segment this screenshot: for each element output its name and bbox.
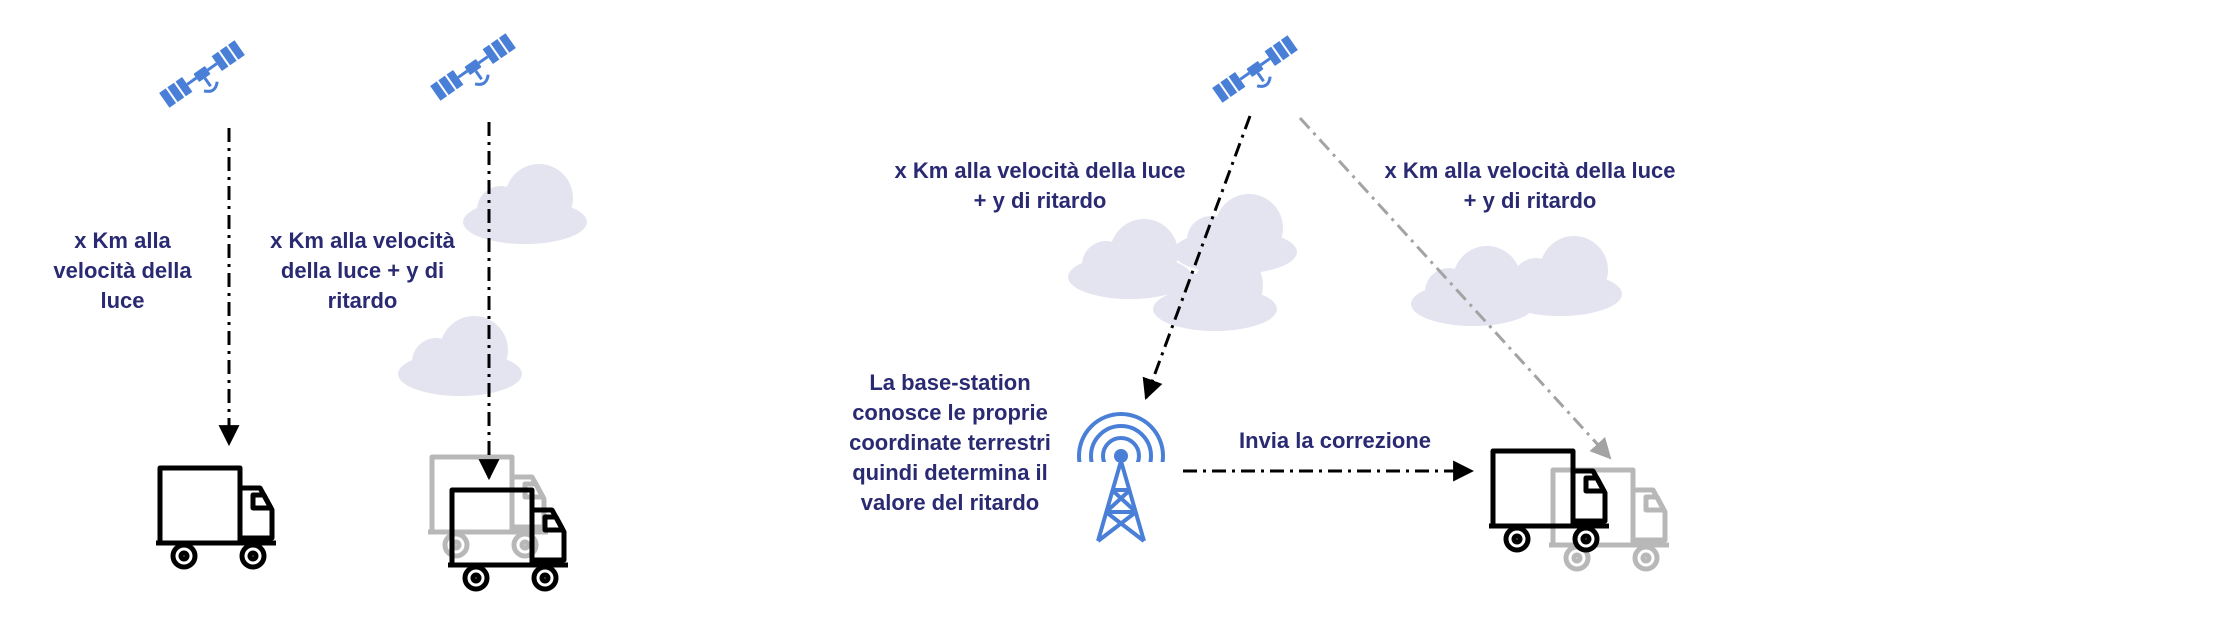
label-scene2: x Km alla velocità della luce + y di rit…	[270, 228, 455, 313]
signal-arrow-to-base	[1142, 115, 1252, 400]
cloud-icon	[1498, 236, 1622, 316]
satellite-icon	[428, 31, 524, 111]
truck-icon	[156, 468, 276, 567]
truck-icon	[1489, 451, 1609, 550]
label-scene1: x Km alla velocità della luce	[53, 228, 192, 313]
signal-arrow-to-truck	[1298, 116, 1612, 460]
label-base-station: La base-station conosce le proprie coord…	[849, 370, 1051, 515]
antenna-tower-icon	[1070, 412, 1172, 543]
satellite-icon	[1210, 33, 1306, 113]
satellite-icon	[157, 38, 253, 118]
cloud-icon	[463, 164, 587, 244]
label-correction: Invia la correzione	[1239, 428, 1431, 453]
label-scene3-left: x Km alla velocità della luce + y di rit…	[894, 158, 1186, 213]
label-scene3-right: x Km alla velocità della luce + y di rit…	[1384, 158, 1676, 213]
cloud-icon	[398, 316, 522, 396]
truck-ghost-icon	[1549, 470, 1669, 569]
